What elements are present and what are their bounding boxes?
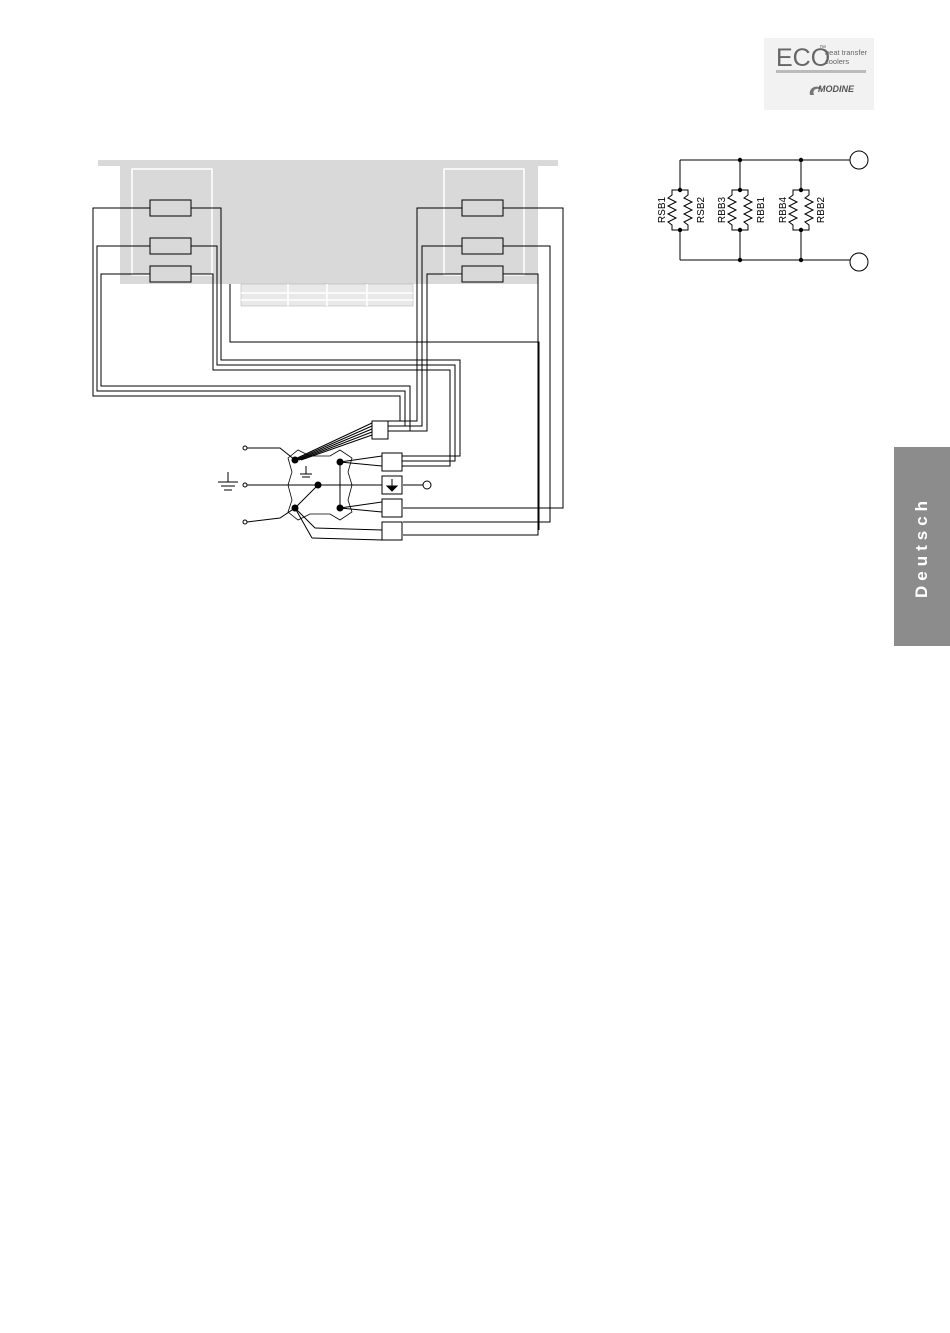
terminal-top-circle bbox=[850, 151, 868, 169]
rating-plate bbox=[241, 284, 413, 306]
label-rbb1: RBB1 bbox=[756, 197, 767, 224]
language-tab[interactable]: Deutsch bbox=[894, 447, 950, 646]
heater-element-right-3 bbox=[462, 266, 503, 282]
label-rbb3: RBB3 bbox=[717, 197, 728, 224]
housing-top-bar bbox=[98, 160, 558, 166]
eco-modine-logo: ECO ™ heat transfer coolers MODINE bbox=[764, 38, 874, 110]
logo-tagline-2: coolers bbox=[825, 57, 849, 66]
terminal-l2 bbox=[382, 499, 402, 517]
heater-element-left-2 bbox=[150, 238, 191, 254]
pe-ground-icon bbox=[300, 466, 312, 477]
terminal-bottom-circle bbox=[850, 253, 868, 271]
logo-brand-text: MODINE bbox=[818, 84, 855, 94]
label-rbb4: RBB4 bbox=[778, 197, 789, 224]
logo-underline bbox=[776, 70, 866, 73]
ground-icon bbox=[218, 472, 238, 490]
label-rsb2: RSB2 bbox=[696, 197, 707, 224]
heater-element-left-3 bbox=[150, 266, 191, 282]
heater-element-left-1 bbox=[150, 200, 191, 216]
resistor-pair-1 bbox=[668, 190, 692, 230]
logo-tagline-1: heat transfer bbox=[825, 48, 868, 57]
internal-connections bbox=[295, 456, 423, 540]
resistor-pair-3 bbox=[789, 190, 813, 230]
heater-element-right-1 bbox=[462, 200, 503, 216]
language-tab-label: Deutsch bbox=[912, 495, 932, 597]
label-rsb1: RSB1 bbox=[657, 197, 668, 224]
label-rbb2: RBB2 bbox=[816, 197, 827, 224]
pe-output-terminal bbox=[423, 481, 431, 489]
heater-element-right-2 bbox=[462, 238, 503, 254]
resistor-pair-2 bbox=[728, 190, 752, 230]
terminal-block-top bbox=[372, 421, 388, 439]
terminal-l3 bbox=[382, 522, 402, 540]
terminal-l1 bbox=[382, 453, 402, 471]
resistor-schematic: RSB1 RSB2 RBB3 RBB1 RBB4 RBB2 bbox=[640, 140, 880, 280]
wiring-diagram bbox=[80, 150, 580, 550]
